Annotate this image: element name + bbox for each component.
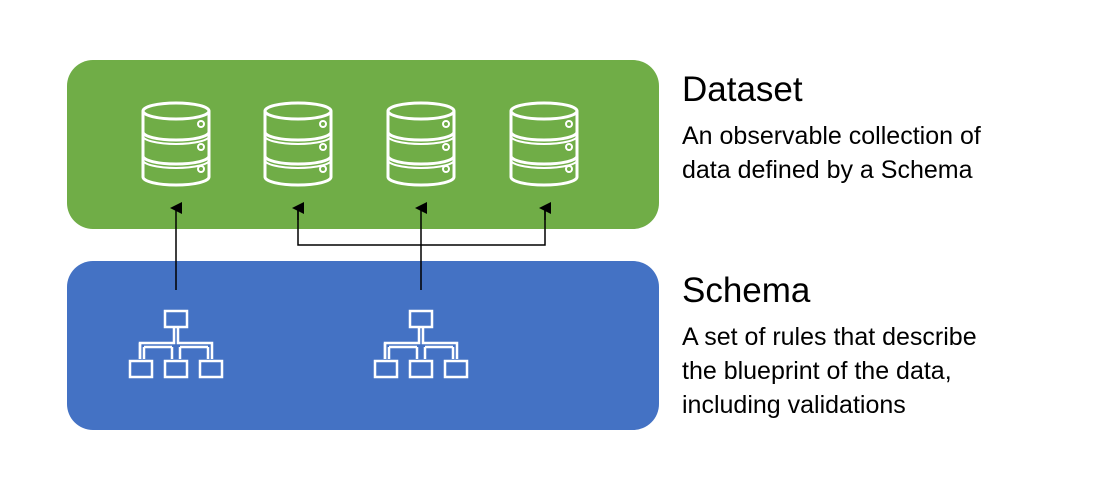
desc-line: An observable collection of [682, 122, 981, 150]
hierarchy-icon [128, 309, 224, 379]
dataset-description: An observable collection of data defined… [682, 119, 981, 187]
schema-title: Schema [682, 271, 811, 310]
schema-panel [67, 261, 659, 430]
desc-line: data defined by a Schema [682, 156, 973, 184]
desc-line: including validations [682, 391, 906, 419]
desc-line: the blueprint of the data, [682, 357, 952, 385]
schema-description: A set of rules that describe the bluepri… [682, 320, 977, 422]
dataset-title: Dataset [682, 70, 803, 109]
connector-line [297, 208, 546, 246]
database-icon [509, 101, 579, 187]
hierarchy-icon [373, 309, 469, 379]
database-icon [263, 101, 333, 187]
desc-line: A set of rules that describe [682, 323, 977, 351]
database-icon [386, 101, 456, 187]
database-icon [141, 101, 211, 187]
